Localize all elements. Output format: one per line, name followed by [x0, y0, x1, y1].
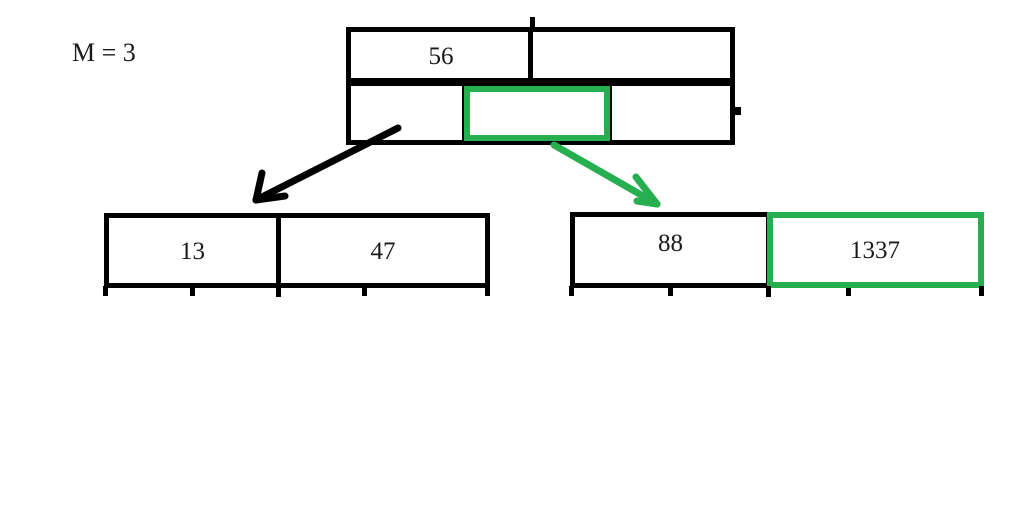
- left-leaf-box: [104, 213, 490, 288]
- right-leaf-cell-0[interactable]: 88: [658, 230, 683, 257]
- right-leaf-cell-1[interactable]: 1337: [850, 237, 900, 264]
- right-leaf-stub-3: [846, 288, 851, 296]
- left-leaf-stub-3: [362, 288, 367, 296]
- right-leaf-stub-4: [979, 286, 984, 296]
- right-leaf-cell-1-highlight: [767, 212, 984, 288]
- order-label: M = 3: [72, 38, 136, 67]
- left-leaf-stub-4: [485, 286, 490, 296]
- left-leaf-cell-1[interactable]: 47: [370, 238, 396, 265]
- root-to-right-leaf-arrow: [550, 141, 661, 208]
- right-leaf-stub-1: [668, 288, 673, 296]
- root-right-edge-nub: [733, 107, 741, 115]
- root-pointer-cell-1-highlight: [464, 86, 610, 141]
- left-leaf-stub-2: [276, 286, 281, 297]
- root-top-pointer-stub: [530, 17, 535, 29]
- right-leaf-stub-0: [569, 286, 574, 296]
- left-leaf-stub-1: [190, 288, 195, 296]
- left-leaf-divider: [276, 213, 281, 288]
- left-leaf-stub-0: [103, 286, 108, 296]
- root-key-cell-0[interactable]: 56: [428, 43, 454, 70]
- right-leaf-stub-2: [766, 286, 771, 297]
- left-leaf-cell-0[interactable]: 13: [180, 238, 205, 265]
- root-keys-divider: [528, 27, 533, 83]
- root-keys-row: [346, 27, 735, 83]
